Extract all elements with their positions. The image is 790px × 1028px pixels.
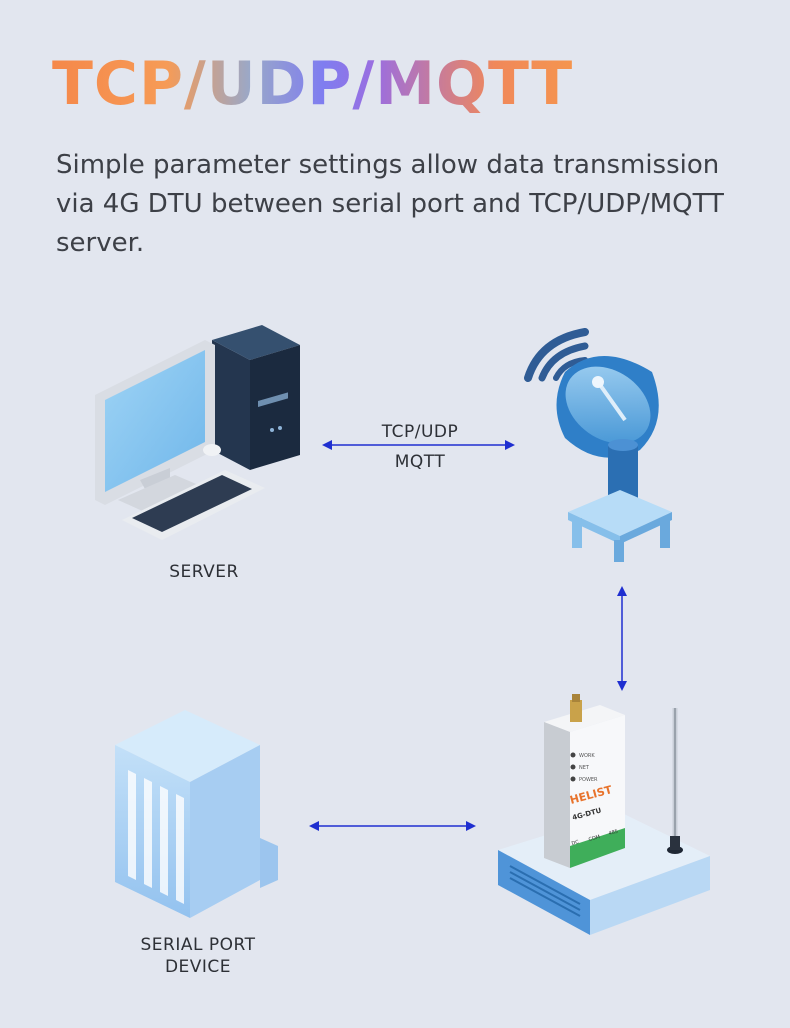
dtu-port-485-label: 485 (608, 829, 619, 837)
protocol-label-tcp-udp: TCP/UDP (381, 422, 459, 442)
protocol-label-mqtt: MQTT (394, 452, 446, 472)
dtu-led-power-label: POWER (579, 777, 598, 783)
dtu-port-dc-label: DC (571, 839, 580, 847)
dtu-led-net-label: NET (579, 765, 590, 771)
page-subtitle: Simple parameter settings allow data tra… (56, 150, 724, 258)
antenna-dish-icon (524, 328, 672, 562)
dtu-led-work-label: WORK (579, 753, 595, 759)
dtu-device-icon (498, 694, 710, 935)
serial-device-label-line1: SERIAL PORT (140, 935, 256, 955)
server-computer-icon (95, 325, 300, 540)
dtu-port-com-label: COM (588, 834, 601, 843)
page-title: TCP/UDP/MQTT (52, 44, 573, 124)
serial-port-device-icon (115, 710, 278, 918)
server-label: SERVER (169, 562, 239, 582)
serial-device-label-line2: DEVICE (164, 957, 232, 977)
